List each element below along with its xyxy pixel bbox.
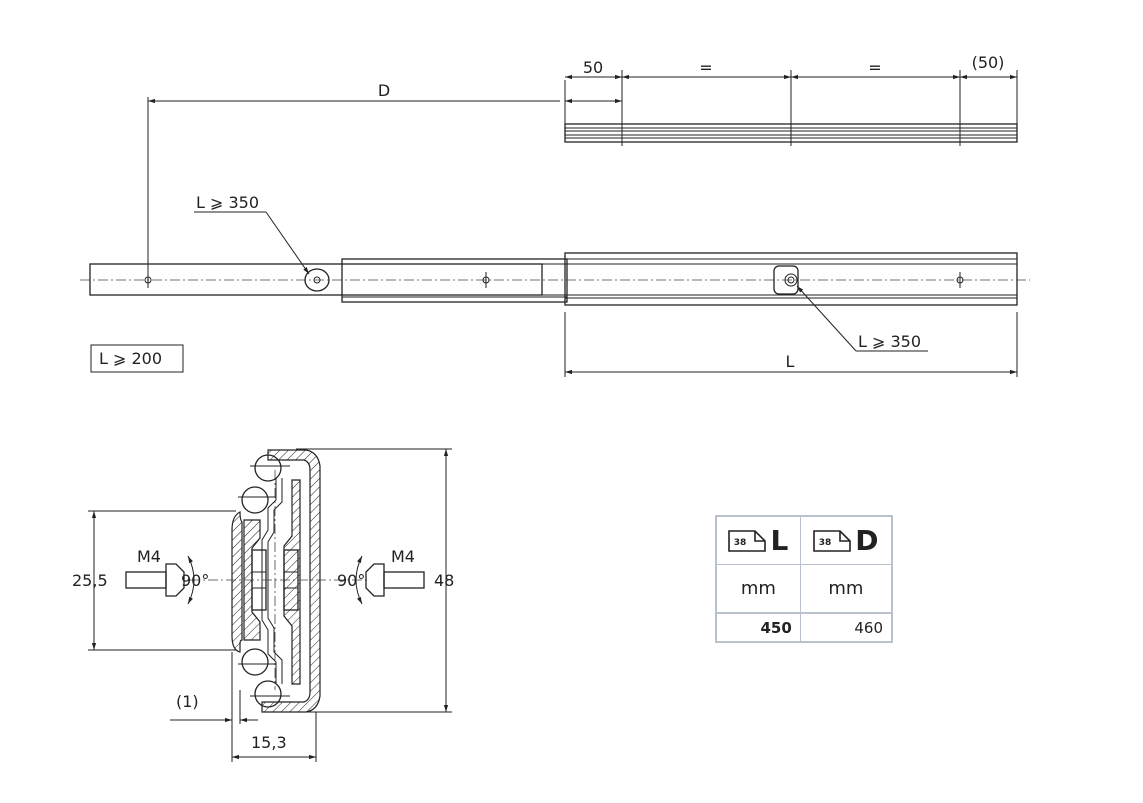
unit-D: mm [799,564,893,614]
dim-48-label: 48 [434,571,454,590]
min-length-box [90,344,184,373]
col-letter-D: D [855,523,879,557]
screw-right-label: M4 [391,547,415,566]
section-dimensions: 25,5 48 (1) 15,3 [72,448,454,762]
value-D: 460 [799,612,893,643]
unit-L: mm [715,564,801,614]
top-view-notes: L ⩾ 350 L ⩾ 350 L L ⩾ 200 [90,193,1018,377]
document-icon: 38 [813,529,852,552]
col-header-L: 38 L [715,515,801,565]
angle-left-label: 90° [181,571,209,590]
dim-50-paren-label: (50) [972,53,1005,72]
screw-left-label: M4 [137,547,161,566]
note-left-label: L ⩾ 350 [196,193,259,212]
dim-L-label: L [786,352,795,371]
rail-top-view [564,118,1018,146]
dim-gap-label: (1) [176,692,199,711]
angle-right-label: 90° [337,571,365,590]
icon-text: 38 [819,538,832,548]
document-icon: 38 [728,529,767,552]
value-L: 450 [715,612,801,643]
col-letter-L: L [770,523,789,557]
box-note-label: L ⩾ 200 [99,349,162,368]
note-right-label: L ⩾ 350 [858,332,921,351]
dim-equal-label-1: = [699,58,712,77]
col-header-D: 38 D [799,515,893,565]
dim-D-label: D [378,81,390,100]
dim-equal-label-2: = [868,58,881,77]
dim-15-3-label: 15,3 [251,733,287,752]
screw-left: M4 90° [125,547,209,605]
screw-right: M4 90° [337,547,425,605]
cross-section [190,449,370,713]
rail-dimensions: 50 = = (50) D [147,53,1018,272]
dim-25-5-label: 25,5 [72,571,108,590]
icon-text: 38 [734,538,747,548]
slide-top-view [80,252,1030,306]
dim-50-label: 50 [583,58,603,77]
spec-table: 38 L 38 D mm mm 450 460 [715,515,893,643]
